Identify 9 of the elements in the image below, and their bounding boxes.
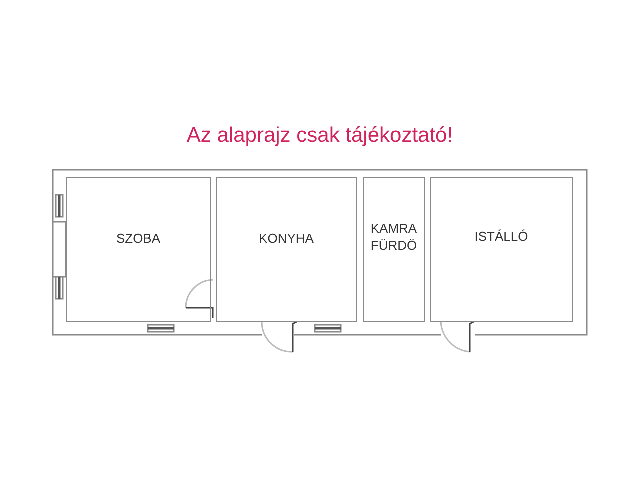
- room-outline: [430, 177, 573, 322]
- room-outline: [363, 177, 425, 322]
- title: Az alaprajz csak tájékoztató!: [186, 123, 454, 149]
- room-label: KONYHA: [259, 230, 314, 247]
- room-label: SZOBA: [116, 230, 161, 247]
- room-outline: [216, 177, 357, 322]
- room-label: KAMRA FÜRDÖ: [370, 220, 418, 254]
- room-outline: [66, 177, 211, 322]
- room-label: ISTÁLLÓ: [474, 228, 528, 245]
